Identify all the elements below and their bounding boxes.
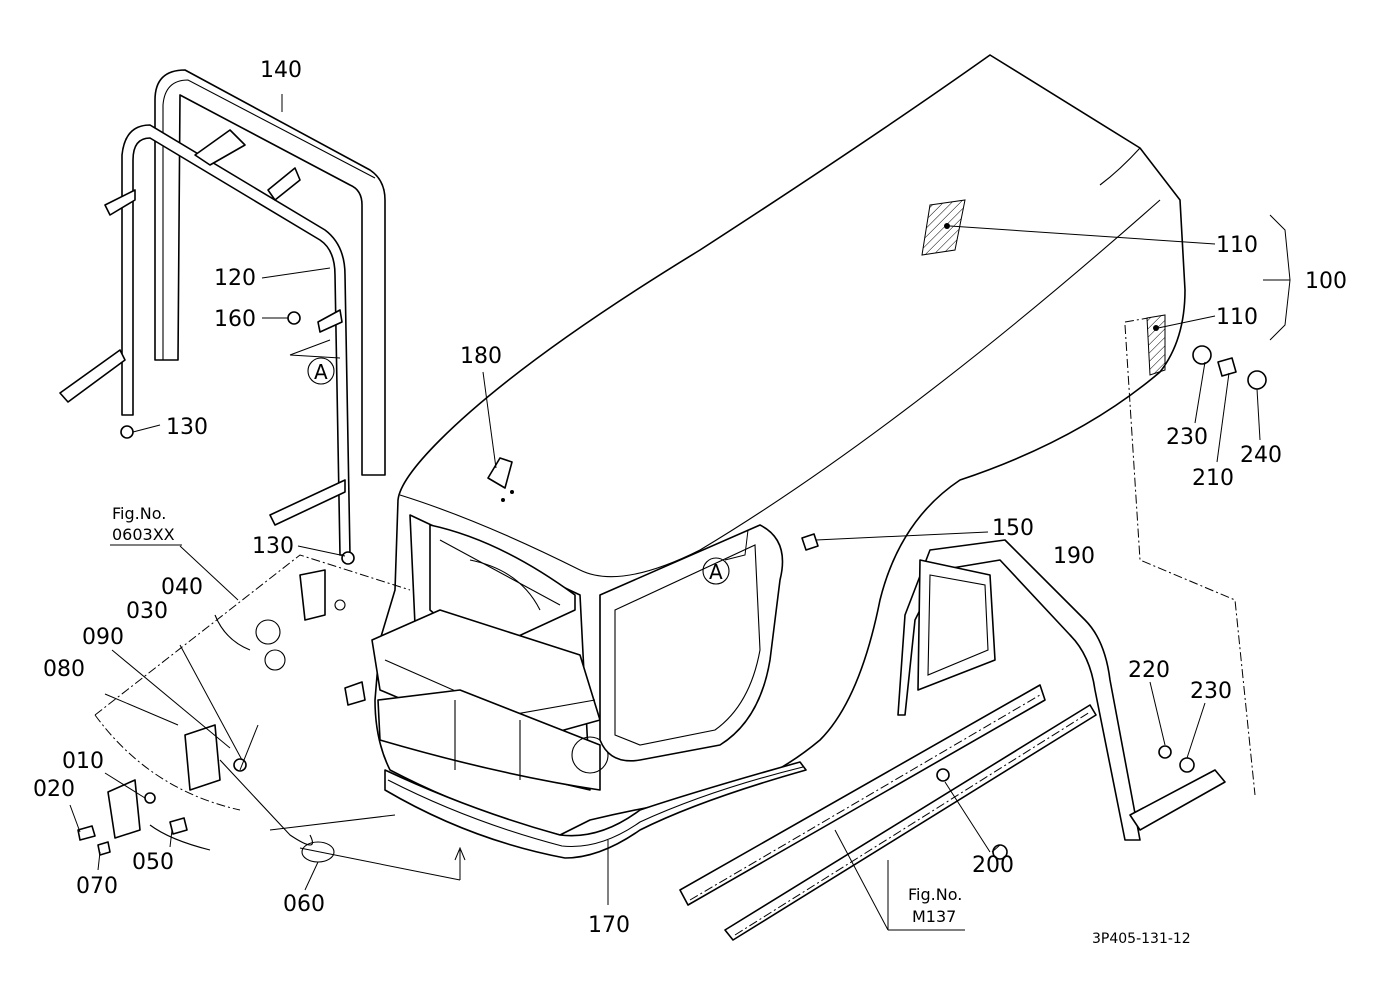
callout-050: 050 bbox=[132, 850, 174, 875]
support-frames bbox=[59, 69, 386, 565]
callout-200: 200 bbox=[972, 853, 1014, 878]
callout-160: 160 bbox=[214, 307, 256, 332]
callout-190: 190 bbox=[1053, 544, 1095, 569]
callout-240: 240 bbox=[1240, 443, 1282, 468]
rear-fender bbox=[897, 539, 1226, 841]
callout-060: 060 bbox=[283, 892, 325, 917]
callout-230-lower: 230 bbox=[1190, 679, 1232, 704]
callout-030: 030 bbox=[126, 599, 168, 624]
callout-130-lower: 130 bbox=[252, 534, 294, 559]
callout-140: 140 bbox=[260, 58, 302, 83]
callout-230-upper: 230 bbox=[1166, 425, 1208, 450]
callout-080: 080 bbox=[43, 657, 85, 682]
hood-assembly bbox=[371, 54, 1186, 859]
drawing-code: 3P405-131-12 bbox=[1092, 931, 1191, 947]
view-marker-a-left: A bbox=[314, 360, 328, 384]
fig-ref-0603xx-line2: 0603XX bbox=[112, 525, 175, 544]
callout-040: 040 bbox=[161, 575, 203, 600]
callout-110-lower: 110 bbox=[1216, 305, 1258, 330]
frame-140 bbox=[154, 69, 386, 476]
callout-150: 150 bbox=[992, 516, 1034, 541]
view-marker-circle bbox=[702, 557, 730, 585]
callout-090: 090 bbox=[82, 625, 124, 650]
view-marker-a-right: A bbox=[709, 560, 723, 584]
callout-020: 020 bbox=[33, 777, 75, 802]
leader-lines bbox=[69, 94, 1291, 931]
callout-010: 010 bbox=[62, 749, 104, 774]
callout-100: 100 bbox=[1305, 269, 1347, 294]
side-rails bbox=[679, 684, 1097, 941]
callout-070: 070 bbox=[76, 874, 118, 899]
fig-ref-m137-line2: M137 bbox=[912, 907, 956, 926]
callout-110-upper: 110 bbox=[1216, 233, 1258, 258]
callout-220: 220 bbox=[1128, 658, 1170, 683]
callout-120: 120 bbox=[214, 266, 256, 291]
callout-180: 180 bbox=[460, 344, 502, 369]
base-plate bbox=[77, 554, 466, 881]
view-markers: A A bbox=[307, 357, 730, 585]
fig-ref-0603xx-line1: Fig.No. bbox=[112, 504, 166, 523]
figure-references: Fig.No. 0603XX Fig.No. M137 3P405-131-12 bbox=[112, 504, 1191, 947]
callout-labels: 140 120 160 130 130 180 110 110 100 230 … bbox=[33, 58, 1347, 938]
callout-170: 170 bbox=[588, 913, 630, 938]
fig-ref-m137-line1: Fig.No. bbox=[908, 885, 962, 904]
callout-130-upper: 130 bbox=[166, 415, 208, 440]
callout-210: 210 bbox=[1192, 466, 1234, 491]
view-marker-circle bbox=[307, 357, 335, 385]
